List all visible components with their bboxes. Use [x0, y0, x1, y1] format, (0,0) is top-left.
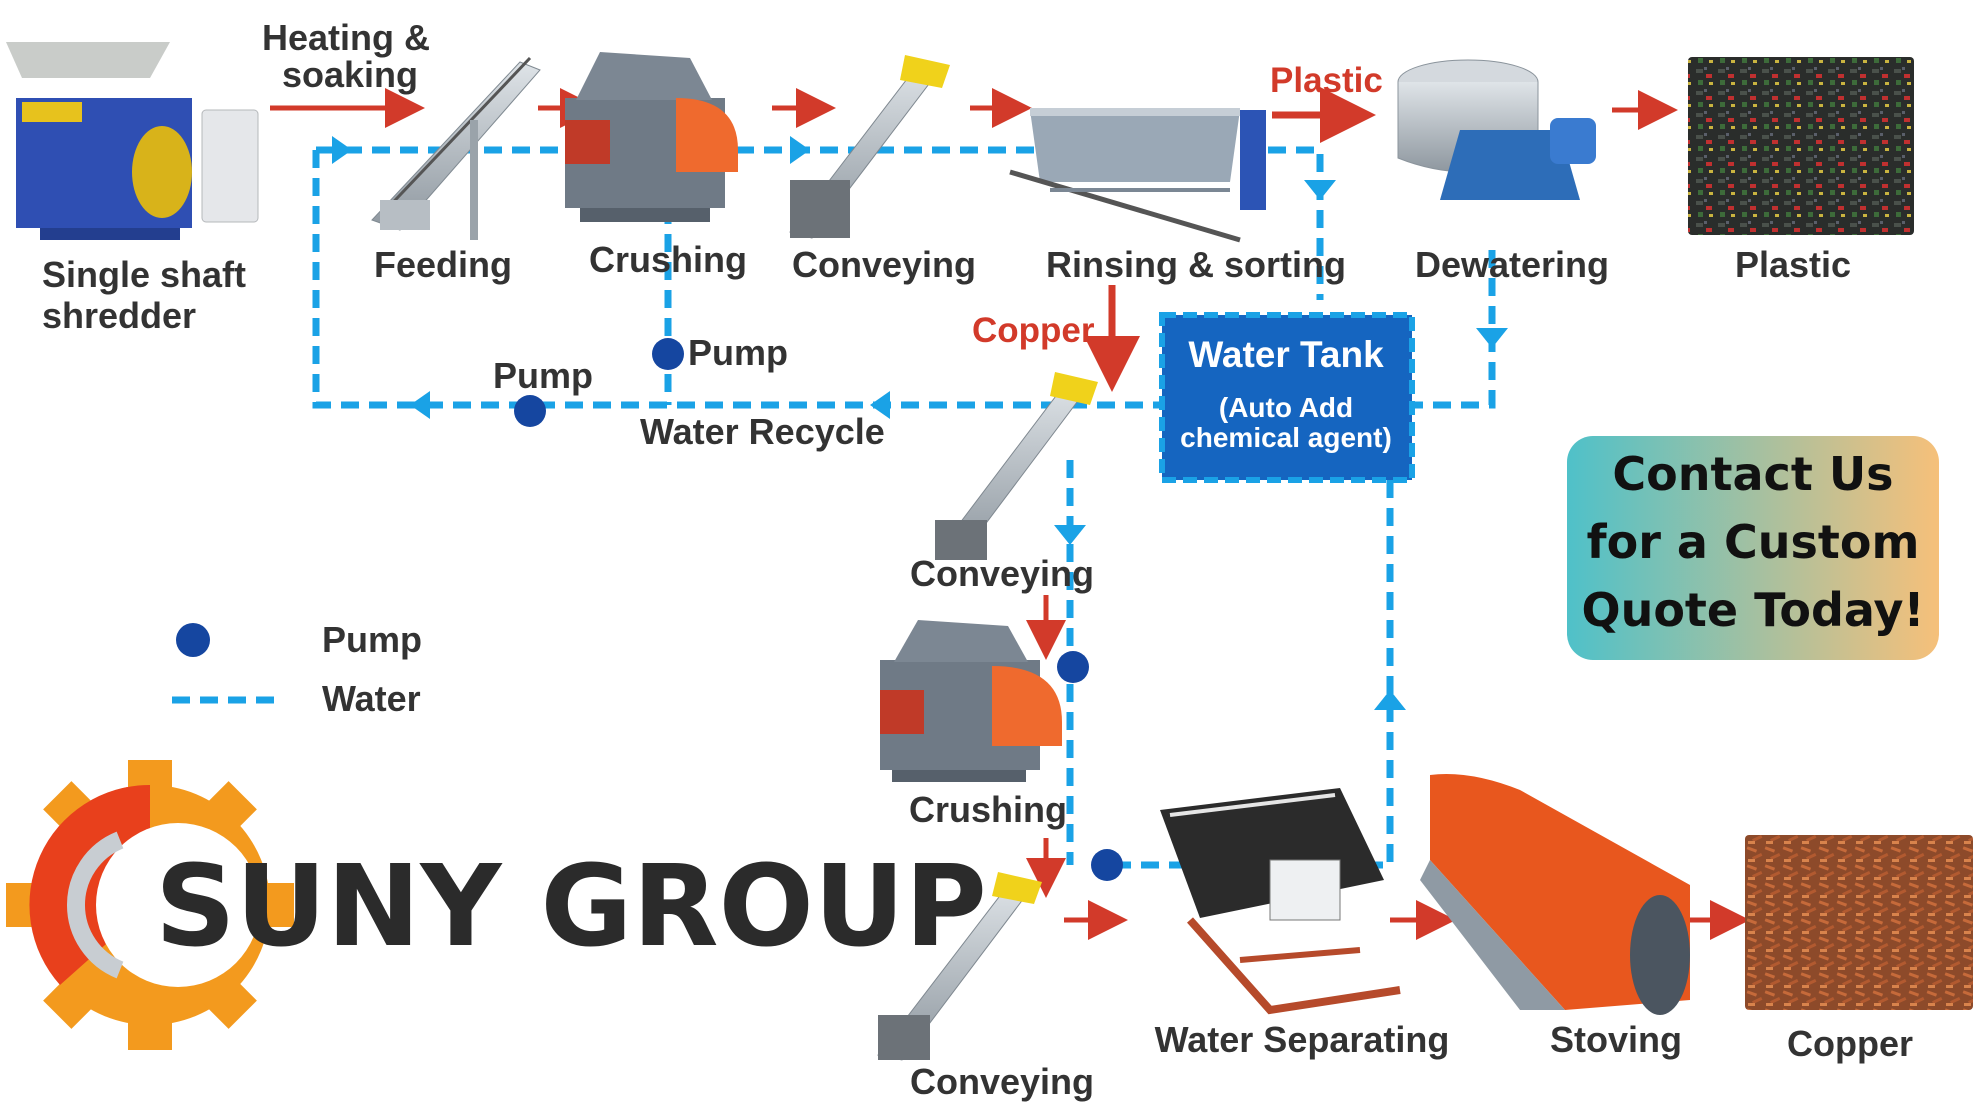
shredder-label-1: Single shaft: [42, 254, 246, 295]
rinsing-sorting-label: Rinsing & sorting: [1046, 244, 1346, 285]
logo-text: SUNY GROUP: [155, 842, 987, 972]
belt-conveyor-icon: [371, 56, 541, 240]
copper-crushing-label: Crushing: [909, 789, 1067, 830]
water-recycle-label: Water Recycle: [640, 411, 885, 452]
copper-output-label: Copper: [1787, 1023, 1913, 1064]
water-tank-subtitle-1: (Auto Add: [1219, 392, 1353, 423]
screw-conveyor-icon: [877, 872, 1042, 1061]
rinsing-tank-icon: [1009, 108, 1266, 243]
legend-pump-label: Pump: [322, 619, 422, 660]
pumps: [514, 338, 1123, 881]
plastic-flow-label: Plastic: [1270, 61, 1383, 100]
water-tank-subtitle-2: chemical agent): [1180, 422, 1392, 453]
screw-conveyor-icon: [789, 55, 950, 239]
heating-soaking-label-1: Heating &: [262, 17, 430, 58]
shredder-machine-icon: [6, 42, 259, 240]
copper-conveying-1-label: Conveying: [910, 553, 1094, 594]
contact-cta-box[interactable]: Contact Us for a Custom Quote Today!: [1567, 436, 1939, 660]
pump-upper-label: Pump: [688, 332, 788, 373]
water-separating-label: Water Separating: [1155, 1019, 1450, 1060]
water-tank-title: Water Tank: [1188, 334, 1384, 375]
crusher-machine-icon: [565, 52, 738, 222]
legend: Pump Water: [172, 619, 422, 719]
copper-conveying-2-label: Conveying: [910, 1061, 1094, 1102]
plastic-granules-icon: [1688, 57, 1914, 235]
water-tank-box: Water Tank (Auto Add chemical agent): [1159, 312, 1415, 483]
pump-dot-icon: [1057, 651, 1089, 683]
flow-arrows: [270, 87, 1750, 940]
pump-dot-icon: [514, 395, 546, 427]
screw-conveyor-icon: [935, 372, 1098, 560]
feeding-label: Feeding: [374, 244, 512, 285]
shredder-label-2: shredder: [42, 295, 196, 336]
conveying-label: Conveying: [792, 244, 976, 285]
crushing-label: Crushing: [589, 239, 747, 280]
pump-left-label: Pump: [493, 355, 593, 396]
dewatering-label: Dewatering: [1415, 244, 1609, 285]
cta-line-1[interactable]: Contact Us: [1612, 447, 1893, 501]
heating-soaking-label-2: soaking: [282, 54, 418, 95]
drum-dryer-icon: [1420, 774, 1690, 1015]
crusher-machine-icon: [880, 620, 1062, 782]
plastic-output-label: Plastic: [1735, 244, 1851, 285]
cta-line-2[interactable]: for a Custom: [1587, 515, 1920, 569]
pump-dot-icon: [652, 338, 684, 370]
copper-flow-label: Copper: [972, 311, 1095, 350]
labels: Heating & soaking Single shaft shredder …: [42, 17, 1913, 1102]
cta-line-3[interactable]: Quote Today!: [1581, 583, 1924, 637]
gear-logo-icon: [6, 760, 294, 1050]
copper-granules-icon: [1745, 835, 1973, 1010]
suny-group-logo: SUNY GROUP: [6, 760, 987, 1050]
legend-pump-dot-icon: [176, 623, 210, 657]
pump-dot-icon: [1091, 849, 1123, 881]
centrifuge-dryer-icon: [1397, 59, 1596, 200]
stoving-label: Stoving: [1550, 1019, 1682, 1060]
legend-water-label: Water: [322, 678, 421, 719]
shaking-table-icon: [1160, 788, 1401, 1015]
